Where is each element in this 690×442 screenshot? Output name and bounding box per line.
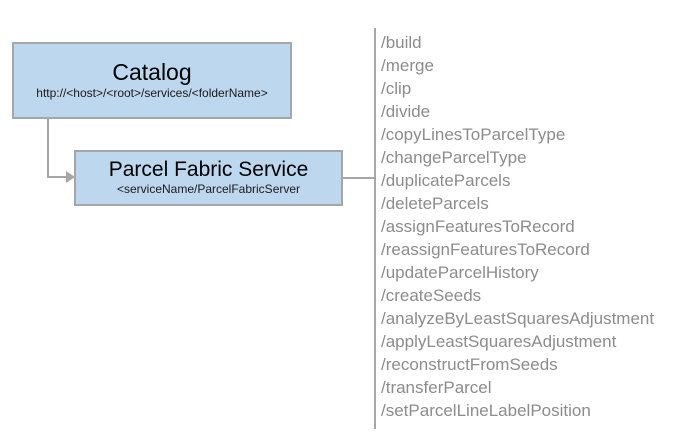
operation-item[interactable]: /deleteParcels (381, 194, 489, 213)
operation-item[interactable]: /reassignFeaturesToRecord (381, 240, 590, 259)
operations-list: /build/merge/clip/divide/copyLinesToParc… (381, 31, 686, 422)
operation-item[interactable]: /setParcelLineLabelPosition (381, 401, 591, 420)
operation-item[interactable]: /merge (381, 56, 434, 75)
operation-item[interactable]: /transferParcel (381, 378, 492, 397)
operation-item[interactable]: /applyLeastSquaresAdjustment (381, 332, 617, 351)
operation-item[interactable]: /divide (381, 102, 431, 121)
operation-item[interactable]: /analyzeByLeastSquaresAdjustment (381, 309, 655, 328)
operation-item[interactable]: /changeParcelType (381, 148, 527, 167)
operation-item[interactable]: /build (381, 33, 422, 52)
operation-item[interactable]: /updateParcelHistory (381, 263, 539, 282)
connector-service-to-operations (343, 177, 375, 179)
operation-item[interactable]: /copyLinesToParcelType (381, 125, 566, 144)
catalog-node[interactable]: Catalog http://<host>/<root>/services/<f… (12, 42, 292, 119)
catalog-node-url: http://<host>/<root>/services/<folderNam… (36, 86, 268, 101)
operation-item[interactable]: /reconstructFromSeeds (381, 355, 558, 374)
operation-item[interactable]: /createSeeds (381, 286, 482, 305)
service-node-path: <serviceName/ParcelFabricServer (116, 182, 301, 197)
operation-item[interactable]: /clip (381, 79, 412, 98)
connector-catalog-horizontal (47, 176, 68, 178)
catalog-node-title: Catalog (112, 59, 192, 86)
arrowhead-icon (66, 171, 75, 183)
operations-divider-line (374, 28, 376, 429)
operation-item[interactable]: /duplicateParcels (381, 171, 511, 190)
parcel-fabric-service-node[interactable]: Parcel Fabric Service <serviceName/Parce… (74, 150, 343, 206)
operation-item[interactable]: /assignFeaturesToRecord (381, 217, 575, 236)
service-node-title: Parcel Fabric Service (108, 158, 309, 182)
connector-catalog-vertical (47, 119, 49, 178)
